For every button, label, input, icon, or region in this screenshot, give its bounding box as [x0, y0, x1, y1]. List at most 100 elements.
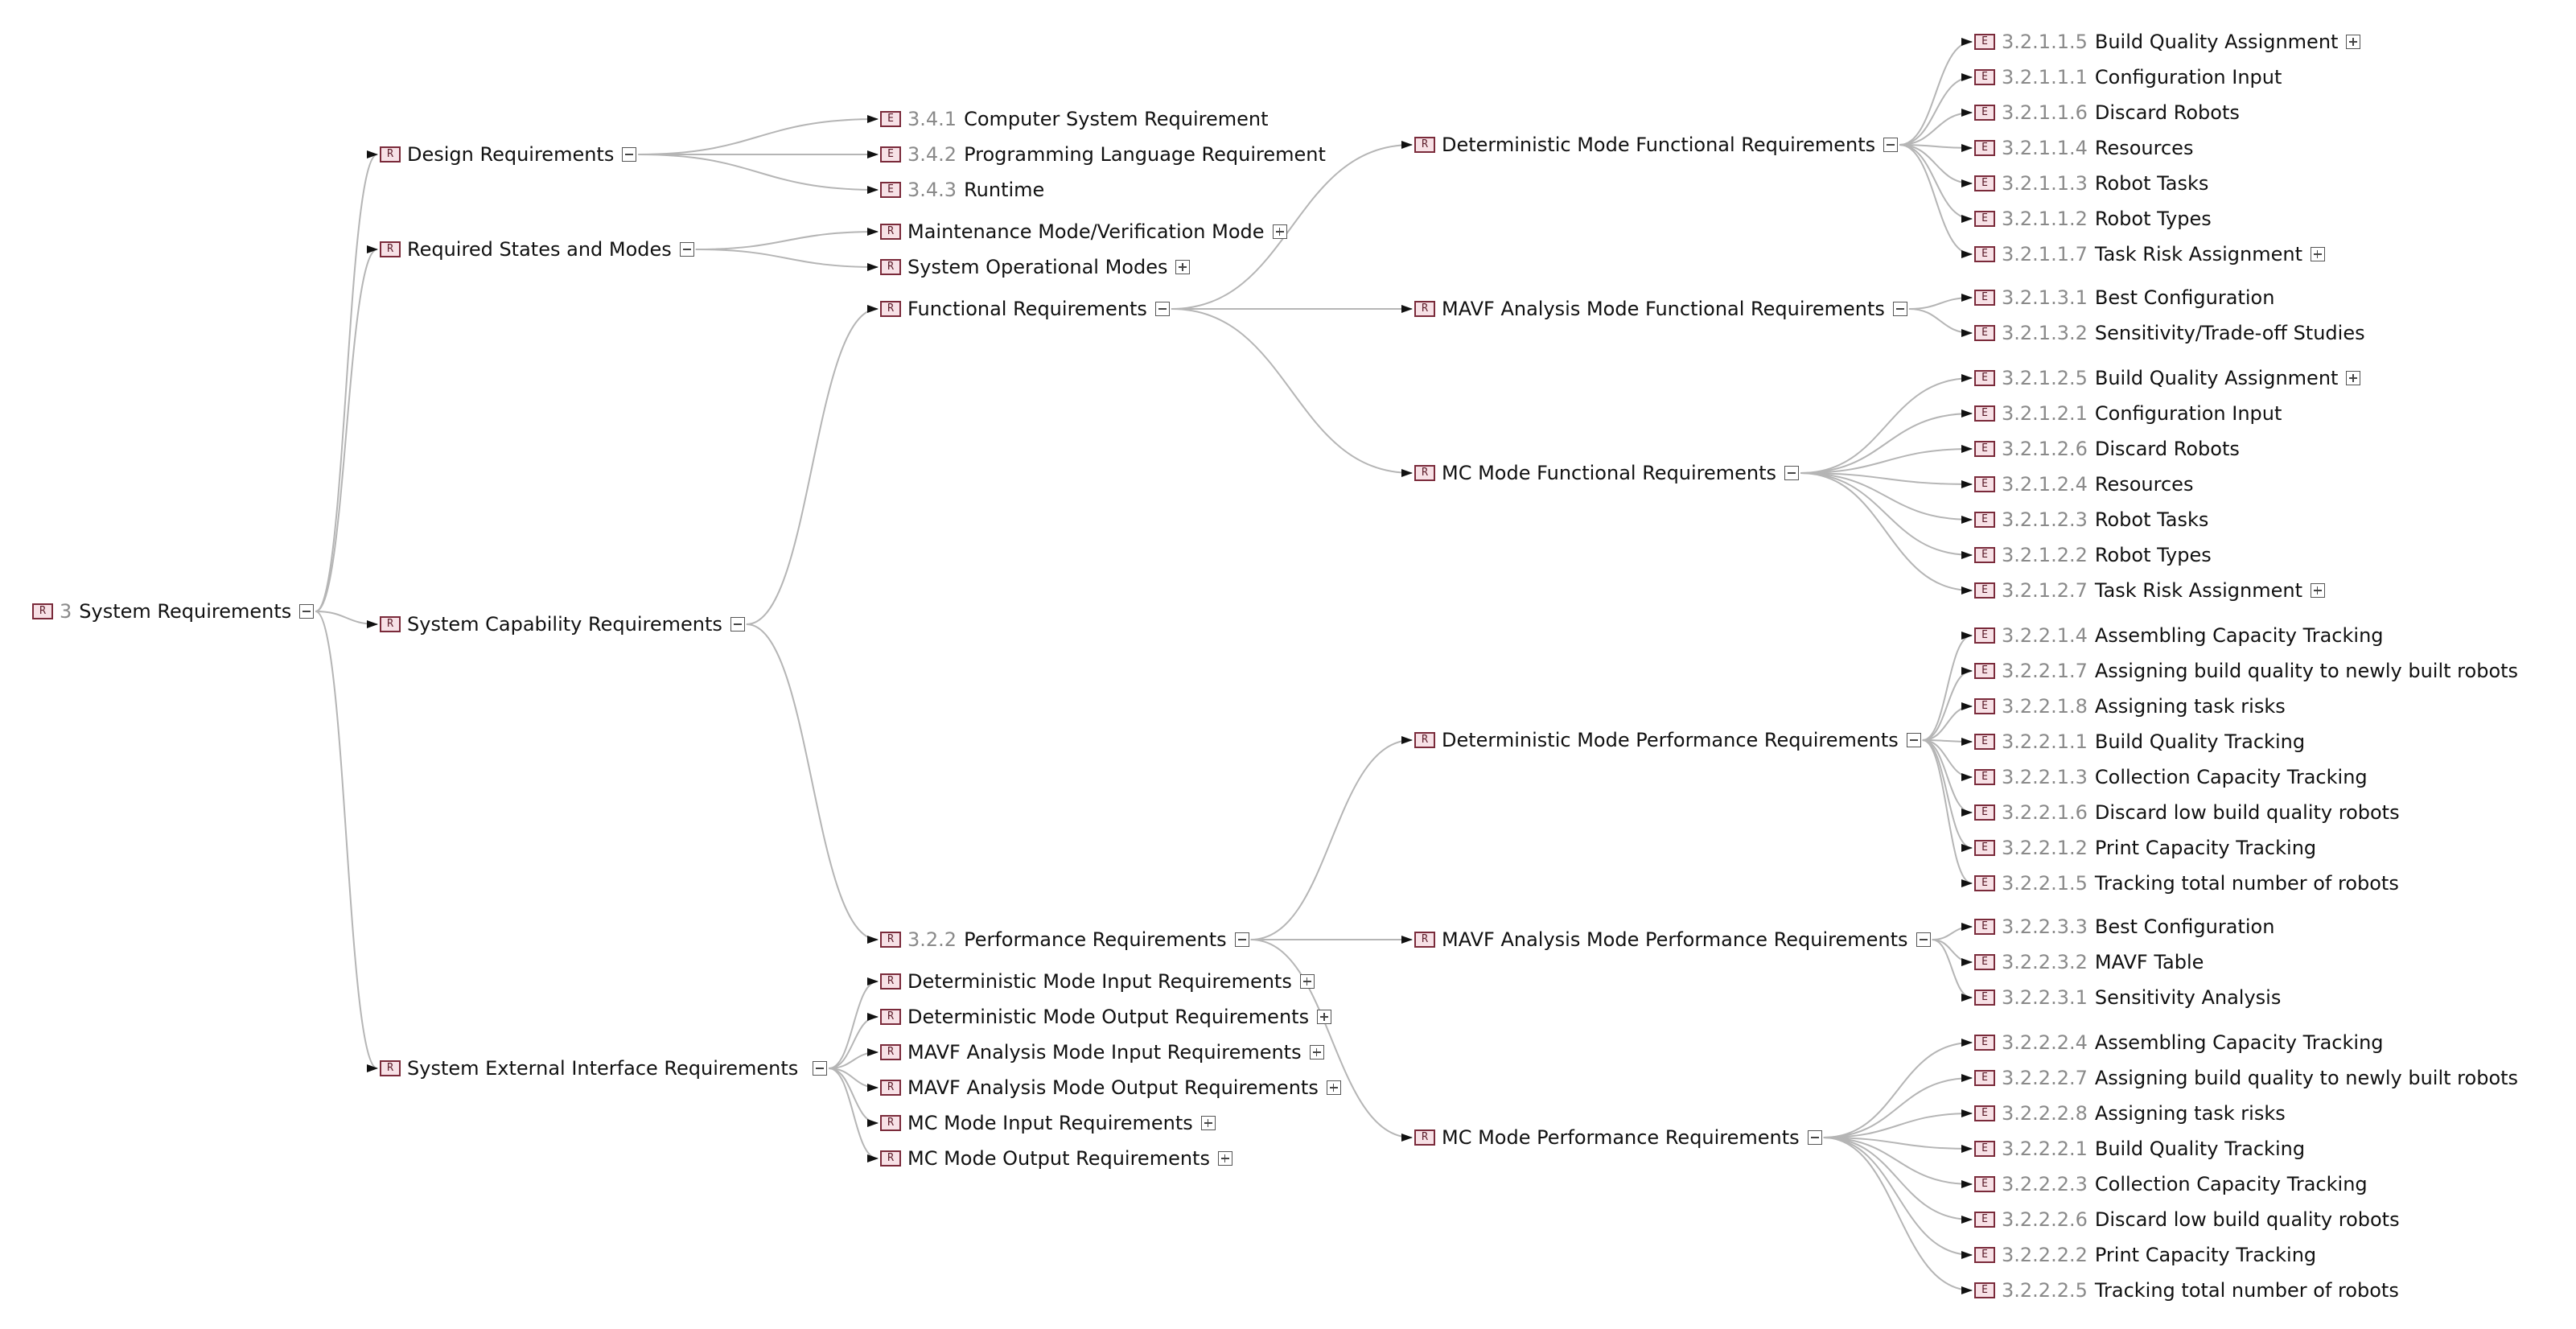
collapse-toggle-icon[interactable]: [1892, 302, 1907, 316]
tree-node-3-2-2-1-3[interactable]: E 3.2.2.1.3 Collection Capacity Tracking: [1974, 765, 2368, 789]
edge-pmc-p2226: [1823, 1137, 1973, 1224]
collapse-toggle-icon[interactable]: [1784, 466, 1800, 480]
edge-pmc-p2223: [1823, 1137, 1973, 1188]
tree-node-3-2-2-2-8[interactable]: E 3.2.2.2.8 Assigning task risks: [1974, 1101, 2286, 1125]
collapse-toggle-icon[interactable]: [1906, 733, 1921, 747]
edge-states-sysop: [695, 249, 879, 271]
tree-node-3-2-2-3-3[interactable]: E 3.2.2.3.3 Best Configuration: [1974, 915, 2274, 939]
expand-toggle-icon[interactable]: [2310, 583, 2325, 598]
tree-node-3-2-2-2-1[interactable]: E 3.2.2.2.1 Build Quality Tracking: [1974, 1137, 2305, 1161]
tree-node-3-2-1-2-6[interactable]: E 3.2.1.2.6 Discard Robots: [1974, 437, 2240, 461]
tree-node-mc-mode-input[interactable]: R MC Mode Input Requirements: [880, 1111, 1216, 1135]
collapse-toggle-icon[interactable]: [1916, 932, 1931, 947]
tree-node-system-operational-modes[interactable]: R System Operational Modes: [880, 255, 1191, 279]
tree-node-mavf-mode-performance[interactable]: R MAVF Analysis Mode Performance Require…: [1414, 928, 1931, 952]
tree-node-3-2-2-2-5[interactable]: E 3.2.2.2.5 Tracking total number of rob…: [1974, 1278, 2399, 1302]
tree-node-3-2-1-3-1[interactable]: E 3.2.1.3.1 Best Configuration: [1974, 286, 2274, 310]
expand-toggle-icon[interactable]: [1309, 1045, 1324, 1059]
tree-node-mavf-mode-functional[interactable]: R MAVF Analysis Mode Functional Requirem…: [1414, 297, 1907, 321]
tree-node-mavf-mode-output[interactable]: R MAVF Analysis Mode Output Requirements: [880, 1076, 1341, 1100]
tree-node-3-2-2-1-5[interactable]: E 3.2.2.1.5 Tracking total number of rob…: [1974, 871, 2399, 895]
collapse-toggle-icon[interactable]: [1154, 302, 1170, 316]
tree-node-3-2-1-2-2[interactable]: E 3.2.1.2.2 Robot Types: [1974, 543, 2212, 567]
tree-node-maintenance-mode[interactable]: R Maintenance Mode/Verification Mode: [880, 220, 1287, 244]
tree-node-3-2-1-2-3[interactable]: E 3.2.1.2.3 Robot Tasks: [1974, 508, 2208, 532]
tree-node-3-2-2-3-2[interactable]: E 3.2.2.3.2 MAVF Table: [1974, 950, 2204, 974]
tree-node-3-2-1-1-5[interactable]: E 3.2.1.1.5 Build Quality Assignment: [1974, 30, 2361, 54]
tree-node-3-4-2[interactable]: E 3.4.2 Programming Language Requirement: [880, 142, 1326, 167]
tree-node-3-2-2-1-8[interactable]: E 3.2.2.1.8 Assigning task risks: [1974, 694, 2286, 718]
tree-node-3-2-2-2-4[interactable]: E 3.2.2.2.4 Assembling Capacity Tracking: [1974, 1031, 2384, 1055]
tree-node-functional-requirements[interactable]: R Functional Requirements: [880, 297, 1170, 321]
tree-node-3-2-2-1-4[interactable]: E 3.2.2.1.4 Assembling Capacity Tracking: [1974, 623, 2384, 648]
tree-node-3-2-2-1-2[interactable]: E 3.2.2.1.2 Print Capacity Tracking: [1974, 836, 2316, 860]
tree-node-3-2-2-1-6[interactable]: E 3.2.2.1.6 Discard low build quality ro…: [1974, 800, 2400, 825]
tree-node-3-2-1-1-3[interactable]: E 3.2.1.1.3 Robot Tasks: [1974, 171, 2208, 195]
tree-node-system-requirements[interactable]: R 3 System Requirements: [32, 599, 315, 623]
tree-node-3-2-2-2-7[interactable]: E 3.2.2.2.7 Assigning build quality to n…: [1974, 1066, 2518, 1090]
expand-toggle-icon[interactable]: [1175, 260, 1191, 274]
tree-node-3-2-1-1-2[interactable]: E 3.2.1.1.2 Robot Types: [1974, 207, 2212, 231]
collapse-toggle-icon[interactable]: [730, 617, 745, 632]
tree-node-system-capability-requirements[interactable]: R System Capability Requirements: [380, 612, 745, 636]
tree-node-3-2-2-2-2[interactable]: E 3.2.2.2.2 Print Capacity Tracking: [1974, 1243, 2316, 1267]
expand-toggle-icon[interactable]: [1326, 1080, 1341, 1095]
expand-toggle-icon[interactable]: [2346, 35, 2361, 49]
tree-node-3-4-3[interactable]: E 3.4.3 Runtime: [880, 178, 1044, 202]
collapse-toggle-icon[interactable]: [1807, 1130, 1822, 1145]
edge-fdet-f1117: [1899, 144, 1973, 258]
tree-node-required-states-and-modes[interactable]: R Required States and Modes: [380, 237, 694, 261]
tree-node-mc-mode-functional[interactable]: R MC Mode Functional Requirements: [1414, 461, 1800, 485]
tree-node-mc-mode-performance[interactable]: R MC Mode Performance Requirements: [1414, 1125, 1822, 1150]
tree-node-3-2-1-2-5[interactable]: E 3.2.1.2.5 Build Quality Assignment: [1974, 366, 2361, 390]
expand-toggle-icon[interactable]: [1299, 974, 1315, 989]
expand-toggle-icon[interactable]: [1272, 224, 1287, 239]
tree-node-performance-requirements[interactable]: R 3.2.2 Performance Requirements: [880, 928, 1249, 952]
tree-node-design-requirements[interactable]: R Design Requirements: [380, 142, 637, 167]
tree-node-3-2-2-2-3[interactable]: E 3.2.2.2.3 Collection Capacity Tracking: [1974, 1172, 2368, 1196]
collapse-toggle-icon[interactable]: [622, 147, 637, 162]
tree-node-mavf-mode-input[interactable]: R MAVF Analysis Mode Input Requirements: [880, 1040, 1324, 1064]
tree-node-3-2-2-3-1[interactable]: E 3.2.2.3.1 Sensitivity Analysis: [1974, 985, 2281, 1010]
node-label: Robot Tasks: [2094, 172, 2209, 195]
expand-toggle-icon[interactable]: [1217, 1151, 1232, 1166]
tree-node-3-2-1-3-2[interactable]: E 3.2.1.3.2 Sensitivity/Trade-off Studie…: [1974, 321, 2365, 345]
collapse-toggle-icon[interactable]: [299, 604, 315, 619]
edge-pmavf-p2233: [1932, 923, 1973, 940]
tree-node-3-2-1-1-6[interactable]: E 3.2.1.1.6 Discard Robots: [1974, 101, 2240, 125]
node-number: 3.2.1.1.5: [2002, 31, 2088, 53]
tree-node-deterministic-mode-input[interactable]: R Deterministic Mode Input Requirements: [880, 969, 1315, 994]
tree-node-3-2-1-2-7[interactable]: E 3.2.1.2.7 Task Risk Assignment: [1974, 578, 2325, 603]
expand-toggle-icon[interactable]: [1200, 1116, 1216, 1130]
expand-toggle-icon[interactable]: [2310, 247, 2325, 261]
tree-node-3-2-2-1-1[interactable]: E 3.2.2.1.1 Build Quality Tracking: [1974, 730, 2305, 754]
tree-node-mc-mode-output[interactable]: R MC Mode Output Requirements: [880, 1146, 1232, 1171]
node-number: 3.2.2.2.8: [2002, 1102, 2088, 1125]
node-number: 3.2.1.2.4: [2002, 473, 2088, 496]
tree-node-deterministic-mode-performance[interactable]: R Deterministic Mode Performance Require…: [1414, 728, 1921, 752]
tree-node-deterministic-mode-functional[interactable]: R Deterministic Mode Functional Requirem…: [1414, 133, 1899, 157]
collapse-toggle-icon[interactable]: [813, 1061, 828, 1076]
collapse-toggle-icon[interactable]: [1234, 932, 1249, 947]
tree-node-system-external-interface-requirements[interactable]: R System External Interface Requirements: [380, 1056, 828, 1080]
tree-node-3-2-1-2-4[interactable]: E 3.2.1.2.4 Resources: [1974, 472, 2193, 496]
element-badge-icon: E: [1974, 140, 1995, 156]
tree-node-3-2-1-1-7[interactable]: E 3.2.1.1.7 Task Risk Assignment: [1974, 242, 2325, 266]
tree-node-3-2-1-1-4[interactable]: E 3.2.1.1.4 Resources: [1974, 136, 2193, 160]
tree-node-deterministic-mode-output[interactable]: R Deterministic Mode Output Requirements: [880, 1005, 1332, 1029]
tree-node-3-2-2-2-6[interactable]: E 3.2.2.2.6 Discard low build quality ro…: [1974, 1208, 2400, 1232]
tree-node-3-2-1-2-1[interactable]: E 3.2.1.2.1 Configuration Input: [1974, 401, 2282, 426]
element-badge-icon: E: [1974, 698, 1995, 714]
node-number: 3.4.2: [907, 143, 957, 166]
expand-toggle-icon[interactable]: [2346, 371, 2361, 385]
node-label: Collection Capacity Tracking: [2094, 766, 2368, 788]
tree-node-3-4-1[interactable]: E 3.4.1 Computer System Requirement: [880, 107, 1269, 131]
expand-toggle-icon[interactable]: [1317, 1010, 1332, 1024]
edge-fmc-f1123: [1800, 472, 1973, 524]
tree-node-3-2-1-1-1[interactable]: E 3.2.1.1.1 Configuration Input: [1974, 65, 2282, 89]
tree-node-3-2-2-1-7[interactable]: E 3.2.2.1.7 Assigning build quality to n…: [1974, 659, 2518, 683]
collapse-toggle-icon[interactable]: [679, 242, 694, 257]
collapse-toggle-icon[interactable]: [1883, 138, 1899, 152]
node-label: Deterministic Mode Performance Requireme…: [1442, 729, 1899, 751]
edge-fdet-f1111: [1899, 73, 1973, 146]
